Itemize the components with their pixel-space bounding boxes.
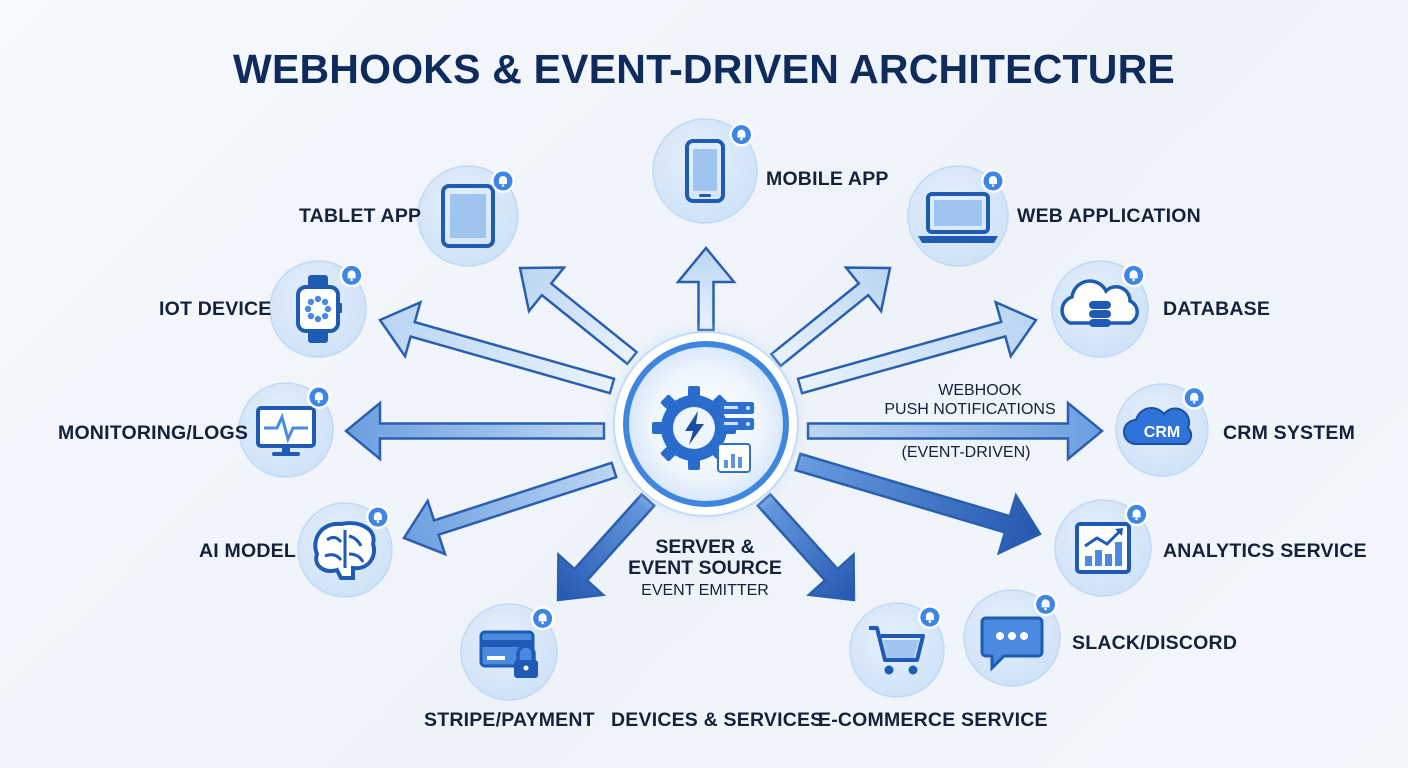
arrows-layer	[344, 246, 1104, 602]
label-monitoring-logs: MONITORING/LOGS	[58, 422, 249, 444]
push-notifications-caption: PUSH NOTIFICATIONS	[884, 401, 1056, 418]
arrow-to-mobile	[675, 246, 737, 332]
bell-badge-icon	[1124, 502, 1149, 527]
node-crm: CRM	[1115, 383, 1209, 477]
bell-badge-icon	[365, 505, 390, 530]
bell-badge-icon	[1121, 263, 1146, 288]
label-ai-model: AI MODEL	[199, 540, 296, 562]
label-web-application: WEB APPLICATION	[1017, 205, 1201, 227]
event-source-hub	[602, 320, 810, 528]
label-analytics-service: ANALYTICS SERVICE	[1163, 540, 1367, 562]
label-devices-services: DEVICES & SERVICES	[611, 709, 824, 731]
node-monitoring	[238, 382, 334, 478]
bell-badge-icon	[306, 385, 331, 410]
label-iot-device: IOT DEVICE	[159, 298, 272, 320]
bell-badge-icon	[1182, 385, 1207, 410]
bell-badge-icon	[339, 263, 364, 288]
arrow-to-web	[769, 266, 892, 368]
arrow-to-ai	[402, 461, 618, 557]
cloud-database-icon	[1060, 279, 1139, 327]
node-tablet	[417, 165, 519, 267]
bell-badge-icon	[729, 122, 754, 147]
arrow-to-iot	[378, 300, 616, 395]
chart-icon	[1075, 522, 1131, 574]
label-mobile-app: MOBILE APP	[766, 168, 889, 190]
mobile-phone-icon	[685, 139, 725, 203]
arrow-to-tablet	[518, 266, 639, 366]
bell-badge-icon	[491, 169, 515, 193]
shopping-cart-icon	[869, 626, 925, 675]
page-title: WEBHOOKS & EVENT-DRIVEN ARCHITECTURE	[233, 46, 1175, 92]
bell-badge-icon	[981, 169, 1005, 193]
server-caption: SERVER &	[655, 536, 755, 558]
bell-badge-icon	[917, 605, 942, 630]
label-slack-discord: SLACK/DISCORD	[1072, 632, 1238, 654]
arrow-to-crm	[806, 400, 1104, 462]
node-slack	[963, 589, 1061, 687]
node-stripe	[460, 603, 558, 701]
crm-cloud-icon: CRM	[1123, 407, 1193, 445]
smartwatch-icon	[296, 275, 342, 343]
monitor-heartbeat-icon	[256, 406, 316, 456]
label-stripe-payment: STRIPE/PAYMENT	[424, 709, 595, 731]
arrow-to-analytics	[794, 452, 1042, 556]
node-analytics	[1054, 499, 1152, 597]
label-crm-system: CRM SYSTEM	[1223, 422, 1356, 444]
label-tablet-app: TABLET APP	[299, 205, 422, 227]
bell-badge-icon	[530, 606, 555, 631]
arrow-to-stripe	[556, 492, 657, 602]
arrow-to-monitoring	[344, 400, 606, 462]
gear-lightning-server-icon	[652, 386, 754, 473]
bell-badge-icon	[1033, 592, 1058, 617]
nodes-layer: CRM	[238, 118, 1209, 701]
node-ecommerce	[849, 602, 945, 698]
brain-icon	[313, 521, 376, 580]
tablet-icon	[441, 184, 495, 248]
node-iot	[269, 260, 367, 358]
event-source-caption: EVENT SOURCE	[628, 557, 782, 579]
event-driven-caption: (EVENT-DRIVEN)	[901, 444, 1031, 461]
credit-card-lock-icon	[479, 630, 538, 678]
node-ai	[297, 502, 393, 598]
arrow-to-ecommerce	[755, 492, 856, 602]
event-emitter-caption: EVENT EMITTER	[641, 582, 769, 599]
arrow-to-database	[796, 299, 1038, 395]
chat-bubble-icon	[980, 616, 1044, 672]
node-mobile	[652, 118, 758, 224]
label-database: DATABASE	[1163, 298, 1271, 320]
label-ecommerce-service: E-COMMERCE SERVICE	[818, 709, 1048, 731]
webhook-caption: WEBHOOK	[938, 382, 1022, 399]
node-web	[907, 165, 1009, 267]
crm-icon-text: CRM	[1144, 424, 1180, 441]
laptop-icon	[918, 192, 998, 243]
node-database	[1051, 260, 1149, 358]
